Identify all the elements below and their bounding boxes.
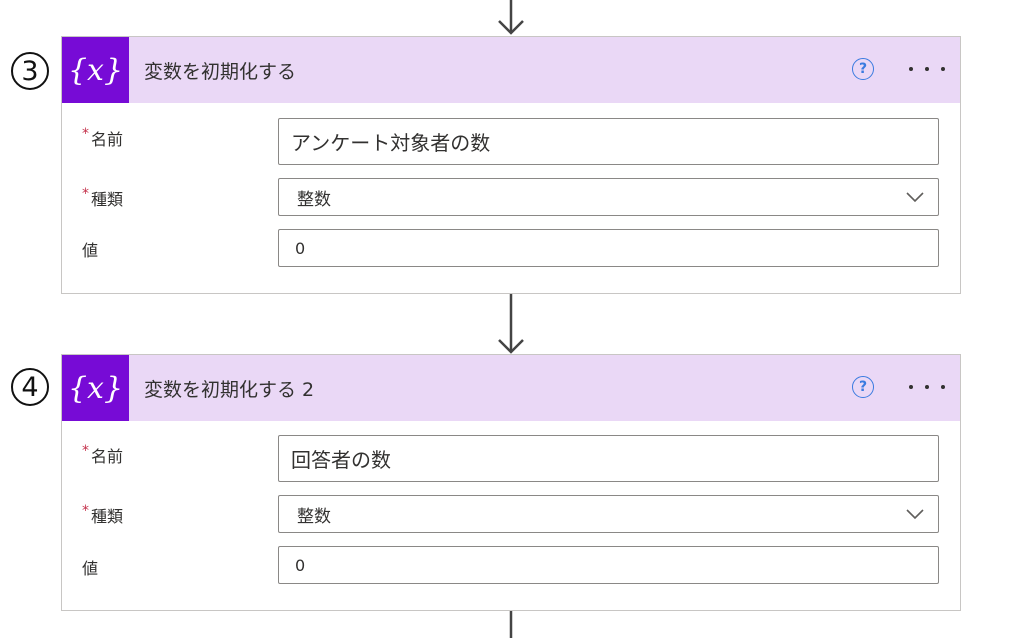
required-marker: * [82, 126, 89, 142]
name-input[interactable]: アンケート対象者の数 [278, 118, 939, 165]
step-number-4: 4 [11, 368, 49, 406]
more-options-icon[interactable] [909, 373, 945, 401]
variable-icon: {x} [62, 355, 129, 421]
value-input[interactable]: 0 [278, 229, 939, 267]
type-dropdown[interactable]: 整数 [278, 495, 939, 533]
name-label: *名前 [82, 443, 124, 466]
connector-arrow-middle [497, 294, 525, 354]
name-input[interactable]: 回答者の数 [278, 435, 939, 482]
name-label: *名前 [82, 126, 124, 149]
help-icon[interactable]: ? [852, 376, 874, 398]
step-number-3: 3 [11, 52, 49, 90]
variable-icon: {x} [62, 37, 129, 103]
chevron-down-icon [906, 509, 924, 520]
required-marker: * [82, 503, 89, 519]
value-label: 値 [82, 241, 99, 260]
card-title: 変数を初期化する [144, 60, 297, 83]
action-card-initialize-variable-2: {x} 変数を初期化する 2 ? *名前 回答者の数 *種類 整数 値 0 [61, 354, 961, 611]
type-dropdown[interactable]: 整数 [278, 178, 939, 216]
type-label: *種類 [82, 186, 124, 209]
help-icon[interactable]: ? [852, 58, 874, 80]
connector-arrow-top [497, 0, 525, 36]
more-options-icon[interactable] [909, 55, 945, 83]
card-title: 変数を初期化する 2 [144, 378, 315, 401]
required-marker: * [82, 186, 89, 202]
card-header[interactable]: {x} 変数を初期化する ? [62, 37, 960, 103]
required-marker: * [82, 443, 89, 459]
chevron-down-icon [906, 192, 924, 203]
value-label: 値 [82, 559, 99, 578]
value-input[interactable]: 0 [278, 546, 939, 584]
card-header[interactable]: {x} 変数を初期化する 2 ? [62, 355, 960, 421]
action-card-initialize-variable: {x} 変数を初期化する ? *名前 アンケート対象者の数 *種類 整数 値 0 [61, 36, 961, 294]
type-label: *種類 [82, 503, 124, 526]
connector-line-bottom [497, 611, 525, 638]
